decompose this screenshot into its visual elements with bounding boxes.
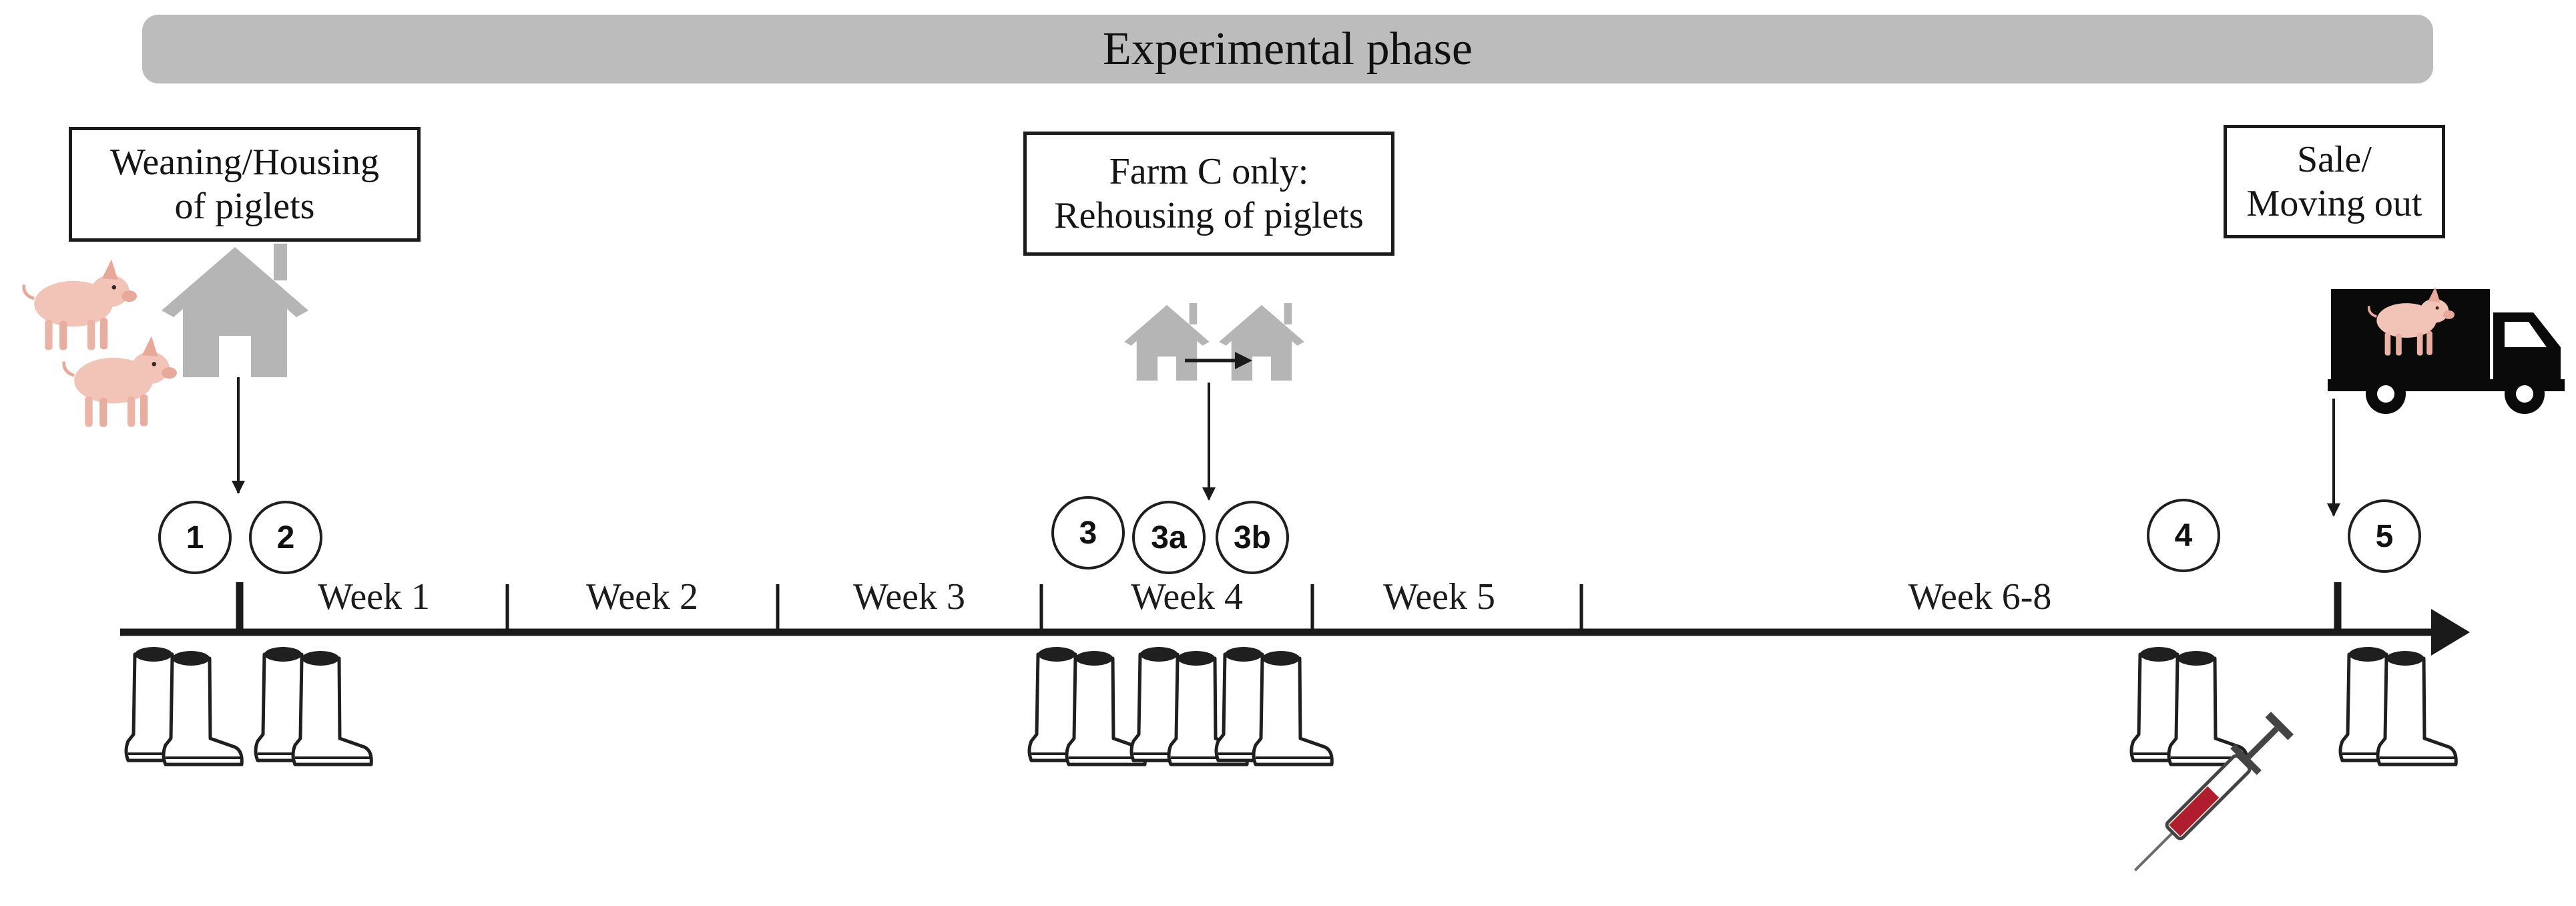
week-label-4: Week 4 — [1130, 576, 1244, 618]
marker-3: 3 — [1051, 496, 1125, 570]
week-label-6-8: Week 6-8 — [1908, 576, 2052, 618]
piglet-icon — [24, 260, 177, 427]
rehouse-icon — [1124, 303, 1304, 381]
event-weaning-line1: Weaning/Housing — [110, 141, 379, 183]
week-label-5: Week 5 — [1382, 576, 1496, 618]
week-label-3: Week 3 — [852, 576, 966, 618]
marker-4: 4 — [2147, 499, 2220, 572]
event-rehousing-line1: Farm C only: — [1109, 150, 1309, 192]
marker-2: 2 — [249, 501, 322, 574]
boots-icon — [126, 647, 2456, 764]
event-sale-line1: Sale/ — [2297, 138, 2372, 180]
marker-3b: 3b — [1216, 501, 1289, 574]
syringe-icon — [2133, 712, 2294, 872]
event-box-sale: Sale/ Moving out — [2224, 125, 2445, 238]
event-box-weaning: Weaning/Housing of piglets — [69, 127, 421, 242]
week-label-1: Week 1 — [317, 576, 431, 618]
event-box-rehousing: Farm C only: Rehousing of piglets — [1023, 132, 1394, 256]
event-sale-line2: Moving out — [2246, 183, 2422, 224]
event-rehousing-line2: Rehousing of piglets — [1054, 195, 1364, 236]
phase-banner: Experimental phase — [142, 15, 2433, 83]
week-label-2: Week 2 — [585, 576, 699, 618]
marker-1: 1 — [158, 501, 232, 574]
event-weaning-line2: of piglets — [174, 186, 315, 227]
truck-icon — [2328, 285, 2565, 414]
house-icon — [162, 244, 308, 377]
marker-3a: 3a — [1132, 501, 1206, 574]
marker-5: 5 — [2348, 499, 2421, 573]
week-ticks — [236, 582, 2342, 636]
phase-title: Experimental phase — [1103, 23, 1473, 75]
